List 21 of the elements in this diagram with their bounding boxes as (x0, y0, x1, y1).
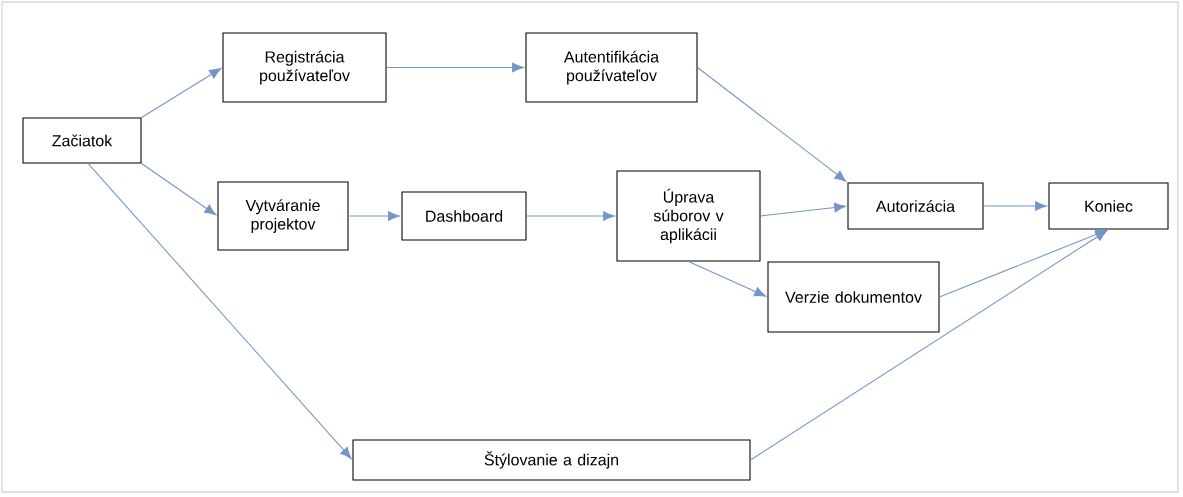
process-box: Úprava súborov v aplikácii (616, 170, 761, 262)
process-box: Autentifikácia používateľov (525, 32, 698, 103)
arrow (386, 62, 524, 73)
arrow (750, 230, 1108, 461)
arrow (141, 163, 217, 216)
process-box: Štýlovanie a dizajn (352, 439, 751, 481)
process-box: Začiatok (22, 117, 142, 164)
arrow (983, 201, 1047, 211)
process-box: Autorizácia (847, 182, 984, 230)
process-box: Dashboard (401, 191, 527, 241)
arrow (141, 68, 222, 118)
arrow (348, 211, 400, 221)
arrow (687, 261, 767, 297)
arrow (697, 66, 847, 182)
arrow (87, 163, 352, 459)
arrow (526, 211, 615, 221)
process-box: Koniec (1048, 182, 1169, 230)
process-box: Vytváranie projektov (217, 181, 349, 251)
process-box: Verzie dokumentov (767, 261, 940, 333)
arrow (760, 202, 846, 217)
process-box: Registrácia používateľov (222, 32, 387, 103)
